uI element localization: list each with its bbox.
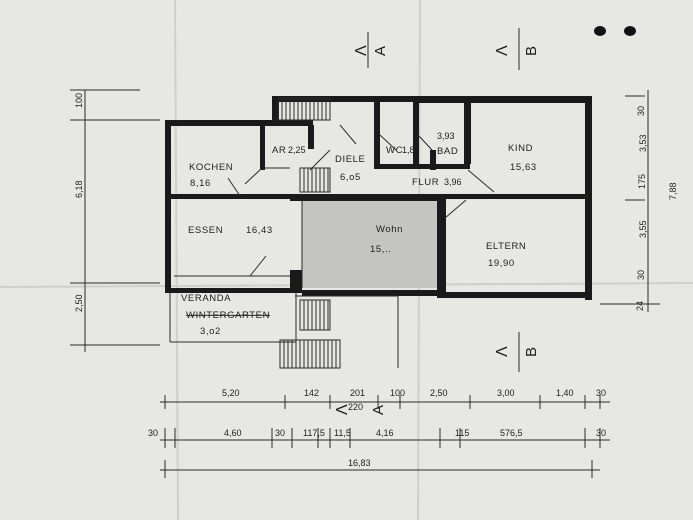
room-diele-area: 6,o5 — [340, 172, 361, 183]
dim-right-353a: 3,53 — [638, 134, 648, 152]
dim-row1-2: 201 — [350, 388, 365, 398]
dim-row1-0: 5,20 — [222, 388, 240, 398]
room-labels: KOCHEN 8,16 AR 2,25 DIELE 6,o5 WC 1,82 3… — [181, 131, 537, 337]
section-b-bottom-label: B — [523, 347, 540, 357]
room-ar-name: AR — [272, 145, 286, 156]
dim-left-100: 100 — [74, 93, 84, 108]
section-b-top-label: B — [523, 46, 540, 56]
stairs — [281, 98, 337, 368]
section-b-bottom-mark: Λ — [494, 346, 511, 357]
dimension-left: 100 6,18 2,50 — [70, 89, 160, 352]
dim-right-30b: 30 — [636, 270, 646, 280]
room-kochen-area: 8,16 — [190, 178, 211, 189]
dim-row1-1: 142 — [304, 388, 319, 398]
dim-row1-6: 1,40 — [556, 388, 574, 398]
outer-walls — [165, 96, 592, 300]
dim-total: 16,83 — [348, 458, 371, 468]
punch-holes — [594, 26, 636, 36]
room-wohn-name: Wohn — [376, 224, 403, 235]
dim-row2-6: 115 — [455, 428, 469, 438]
section-a-bottom-mark: Λ — [334, 404, 351, 415]
room-flur-name: FLUR — [412, 177, 439, 188]
interior-walls — [165, 100, 586, 298]
room-essen-name: ESSEN — [188, 225, 223, 236]
dim-row2-1: 4,60 — [224, 428, 242, 438]
room-veranda-area: 3,o2 — [200, 326, 221, 337]
dim-right-24: 24 — [635, 301, 645, 311]
dimension-right: 30 3,53 175 7,88 3,55 30 24 — [600, 90, 678, 312]
room-kind-area: 15,63 — [510, 162, 537, 173]
room-ar-area: 2,25 — [288, 145, 306, 155]
section-b-top-mark: Λ — [494, 45, 511, 56]
dim-row2-2: 30 — [275, 428, 285, 438]
room-veranda-name2: WINTERGARTEN — [186, 310, 270, 321]
dim-row2-4: 11,5 — [334, 428, 351, 438]
dimension-bottom: 5,20 142 201 100 2,50 3,00 1,40 30 220 3… — [148, 388, 610, 478]
section-a-top-label: A — [372, 46, 389, 56]
room-bad-area: 3,93 — [437, 131, 455, 141]
dim-row1-7: 30 — [596, 388, 606, 398]
dim-left-618: 6,18 — [74, 180, 84, 198]
dim-row1-sub: 220 — [348, 402, 363, 412]
dim-row1-4: 2,50 — [430, 388, 448, 398]
room-veranda-name: VERANDA — [181, 293, 231, 304]
room-wc-area: 1,82 — [402, 145, 420, 155]
dim-row2-3: 117,5 — [303, 428, 325, 438]
room-wohn-area: 15,.. — [370, 244, 392, 255]
wohn-shading — [302, 200, 441, 288]
dim-right-355: 3,55 — [638, 220, 648, 238]
dim-row2-0: 30 — [148, 428, 158, 438]
room-diele-name: DIELE — [335, 154, 365, 165]
section-a-top-mark: Λ — [353, 45, 370, 56]
room-flur-area: 3,96 — [444, 177, 462, 187]
room-eltern-area: 19,90 — [488, 258, 515, 269]
dim-row1-5: 3,00 — [497, 388, 515, 398]
room-kind-name: KIND — [508, 143, 533, 154]
dim-row2-8: 30 — [596, 428, 606, 438]
dim-row2-7: 576,5 — [500, 428, 523, 438]
dim-right-30a: 30 — [636, 106, 646, 116]
room-bad-name: BAD — [437, 146, 458, 157]
dim-right-175: 175 — [637, 174, 647, 189]
dim-right-788: 7,88 — [668, 182, 678, 200]
room-eltern-name: ELTERN — [486, 241, 526, 252]
dim-row2-5: 4,16 — [376, 428, 394, 438]
room-wc-name: WC — [386, 145, 403, 156]
room-kochen-name: KOCHEN — [189, 162, 233, 173]
section-a-bottom-label: A — [370, 405, 387, 415]
dim-left-250: 2,50 — [74, 294, 84, 312]
section-markers: Λ A Λ B Λ B Λ A — [334, 28, 540, 415]
room-essen-area: 16,43 — [246, 225, 273, 236]
dim-row1-3: 100 — [390, 388, 405, 398]
detail-lines — [169, 97, 495, 369]
